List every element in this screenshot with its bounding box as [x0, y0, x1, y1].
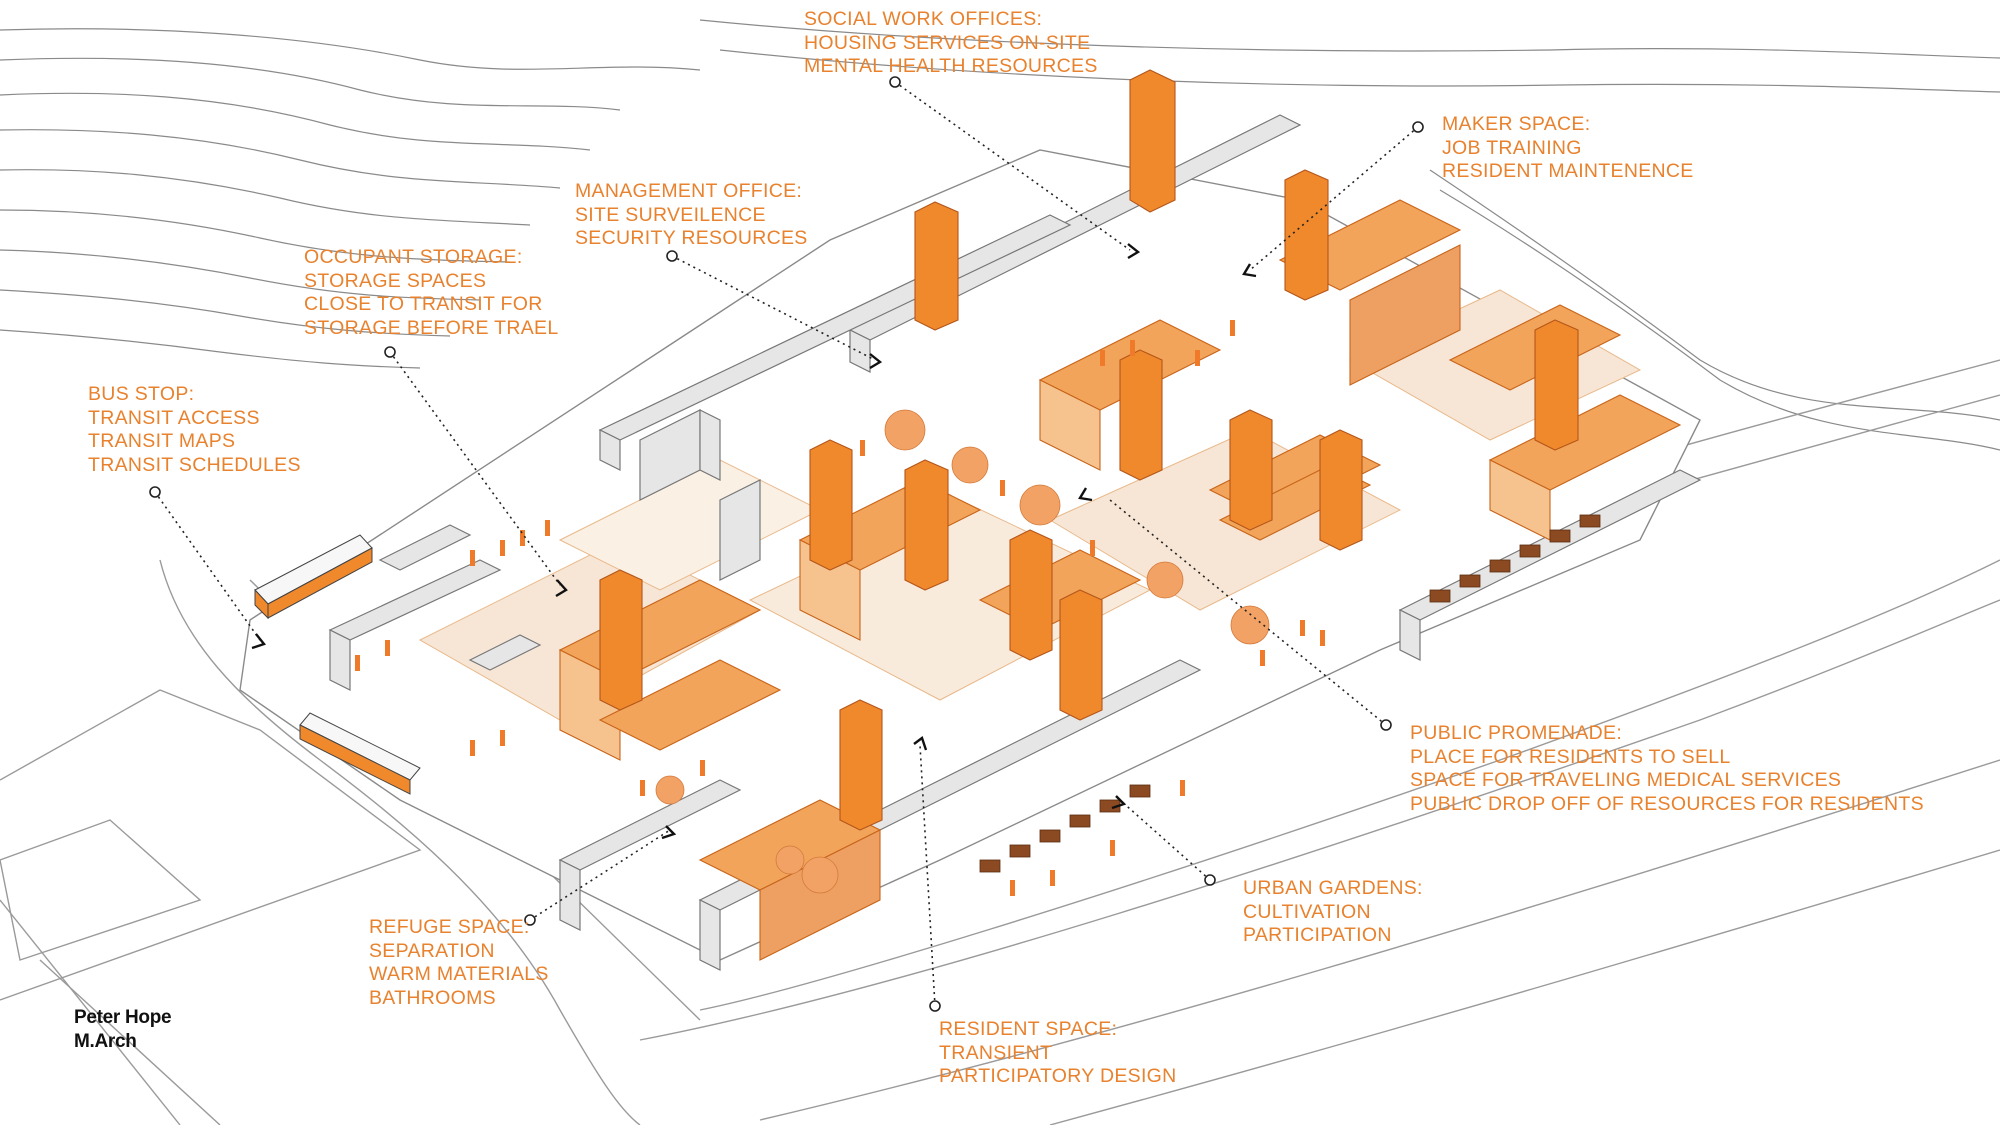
annotation-line: BUS STOP:	[88, 383, 195, 405]
annotation-line: CULTIVATION	[1243, 900, 1371, 923]
annotation-line: CLOSE TO TRANSIT FOR	[304, 293, 543, 315]
author-credit: Peter Hope M.Arch	[74, 1006, 172, 1054]
street-network	[0, 359, 2000, 1125]
garden-planters	[979, 514, 1601, 873]
annotation-line: WARM MATERIALS	[369, 963, 549, 985]
annotation-line: STORAGE SPACES	[304, 269, 487, 292]
people	[355, 320, 1325, 896]
annotation-refuge-space: REFUGE SPACE: SEPARATION WARM MATERIALS …	[369, 916, 549, 1010]
annotation-line: MENTAL HEALTH RESOURCES	[804, 55, 1098, 77]
annotation-line: TRANSIENT	[939, 1041, 1053, 1064]
orange-towers	[599, 69, 1579, 831]
annotation-line: SITE SURVEILENCE	[575, 203, 766, 226]
annotation-line: URBAN GARDENS:	[1243, 877, 1423, 899]
buses	[254, 534, 421, 795]
annotation-bus-stop: BUS STOP: TRANSIT ACCESS TRANSIT MAPS TR…	[88, 383, 301, 477]
annotation-urban-gardens: URBAN GARDENS: CULTIVATION PARTICIPATION	[1243, 877, 1423, 948]
leader-endpoints	[149, 76, 1424, 1012]
terrain-contours	[0, 19, 2000, 451]
annotation-line: RESIDENT MAINTENENCE	[1442, 160, 1694, 182]
author-degree: M.Arch	[74, 1031, 137, 1052]
annotation-line: BATHROOMS	[369, 986, 496, 1009]
annotation-line: TRANSIT SCHEDULES	[88, 453, 301, 476]
annotation-line: MAKER SPACE:	[1442, 113, 1591, 135]
annotation-line: SOCIAL WORK OFFICES:	[804, 8, 1043, 30]
annotation-line: STORAGE BEFORE TRAEL	[304, 316, 559, 339]
annotation-line: JOB TRAINING	[1442, 136, 1582, 159]
annotation-resident-space: RESIDENT SPACE: TRANSIENT PARTICIPATORY …	[939, 1018, 1177, 1089]
annotation-line: MANAGEMENT OFFICE:	[575, 180, 803, 202]
annotation-line: RESIDENT SPACE:	[939, 1018, 1118, 1040]
annotation-line: PUBLIC PROMENADE:	[1410, 722, 1623, 744]
author-name: Peter Hope	[74, 1007, 172, 1028]
annotation-public-promenade: PUBLIC PROMENADE: PLACE FOR RESIDENTS TO…	[1410, 722, 1924, 816]
annotation-line: SPACE FOR TRAVELING MEDICAL SERVICES	[1410, 769, 1842, 791]
annotation-line: PUBLIC DROP OFF OF RESOURCES FOR RESIDEN…	[1410, 792, 1924, 815]
annotation-line: PARTICIPATORY DESIGN	[939, 1065, 1177, 1087]
annotation-maker-space: MAKER SPACE: JOB TRAINING RESIDENT MAINT…	[1442, 113, 1694, 184]
annotation-management-office: MANAGEMENT OFFICE: SITE SURVEILENCE SECU…	[575, 180, 808, 251]
annotation-line: REFUGE SPACE:	[369, 916, 530, 938]
annotation-line: PARTICIPATION	[1243, 924, 1392, 946]
annotation-line: TRANSIT ACCESS	[88, 406, 260, 429]
annotation-line: PLACE FOR RESIDENTS TO SELL	[1410, 745, 1731, 768]
annotation-line: TRANSIT MAPS	[88, 430, 236, 452]
leader-lines	[154, 81, 1419, 1007]
annotation-line: SECURITY RESOURCES	[575, 227, 808, 249]
annotation-line: HOUSING SERVICES ON-SITE	[804, 31, 1091, 54]
annotation-occupant-storage: OCCUPANT STORAGE: STORAGE SPACES CLOSE T…	[304, 246, 559, 340]
annotation-social-work-offices: SOCIAL WORK OFFICES: HOUSING SERVICES ON…	[804, 8, 1098, 79]
annotation-line: SEPARATION	[369, 939, 495, 962]
leader-arrowheads	[251, 243, 1257, 840]
orange-trees	[655, 409, 1270, 894]
annotation-line: OCCUPANT STORAGE:	[304, 246, 523, 268]
